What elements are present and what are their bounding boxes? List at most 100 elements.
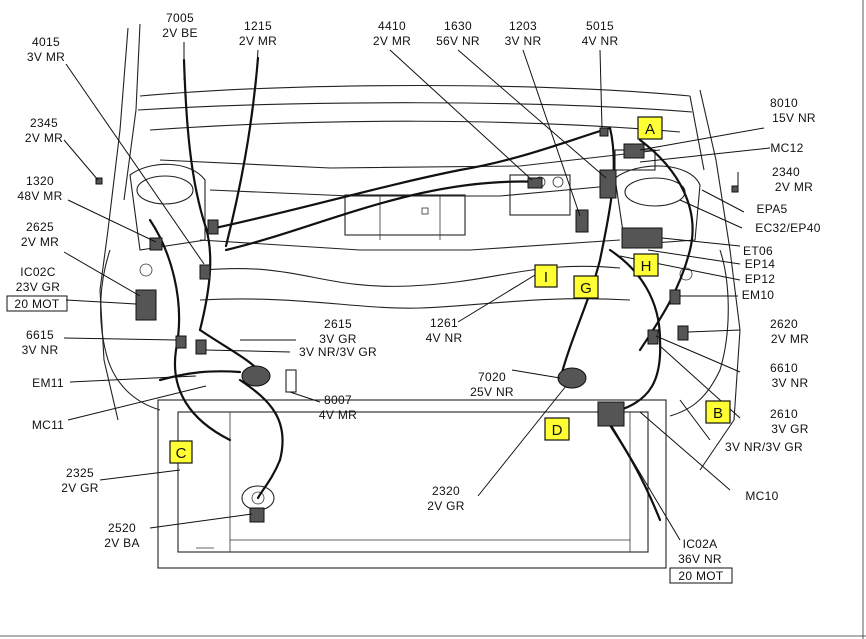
connector-7020 [557, 367, 587, 389]
location-markers: A B C D G H I [169, 116, 731, 464]
marker-h: H [633, 253, 659, 277]
marker-b-label: B [713, 405, 723, 422]
connector-1215 [207, 219, 219, 235]
label-epa5: EPA5 [757, 202, 788, 216]
connector-et06 [621, 227, 663, 249]
label-ic02a-spec: 36V NR [678, 552, 722, 566]
label-2620-code: 2620 [770, 317, 798, 331]
connector-6610 [647, 329, 659, 345]
label-1203-spec: 3V NR [505, 34, 542, 48]
label-2615-code: 2615 [324, 317, 352, 331]
wiring-harness [148, 56, 694, 522]
label-2345-spec: 2V MR [25, 131, 63, 145]
connector-mc12 [623, 143, 645, 159]
label-2320-code: 2320 [432, 484, 460, 498]
label-2610-spec2: 3V NR/3V GR [725, 440, 803, 454]
label-2325-spec: 2V GR [61, 481, 99, 495]
connector-1203 [575, 209, 589, 233]
label-2625-spec: 2V MR [21, 235, 59, 249]
label-2615-spec2: 3V NR/3V GR [299, 345, 377, 359]
label-1630-code: 1630 [444, 19, 472, 33]
label-ic02a-code: IC02A [683, 537, 718, 551]
label-6610-spec: 3V NR [772, 376, 809, 390]
label-1261-spec: 4V NR [426, 331, 463, 345]
label-7020-code: 7020 [478, 370, 506, 384]
label-ic02a-note: 20 MOT [678, 569, 724, 583]
label-4015-spec: 3V MR [27, 50, 65, 64]
label-7005-spec: 2V BE [162, 26, 198, 40]
component-labels: 7005 2V BE 1215 2V MR 4015 3V MR 4410 2V… [6, 11, 820, 584]
connector-2345 [95, 177, 103, 185]
label-ep14: EP14 [745, 257, 776, 271]
label-4015-code: 4015 [32, 35, 60, 49]
connector-2615 [195, 339, 207, 355]
label-2520-code: 2520 [108, 521, 136, 535]
label-et06: ET06 [743, 244, 773, 258]
marker-h-label: H [641, 258, 652, 275]
label-mc10: MC10 [745, 489, 778, 503]
label-5015-spec: 4V NR [582, 34, 619, 48]
connector-2340 [731, 185, 739, 193]
connector-ic02c [135, 289, 157, 321]
label-em11: EM11 [32, 376, 64, 390]
label-2325-code: 2325 [66, 466, 94, 480]
label-1215-spec: 2V MR [239, 34, 277, 48]
label-1320-code: 1320 [26, 174, 54, 188]
marker-b: B [705, 400, 731, 424]
label-2345-code: 2345 [30, 116, 58, 130]
connector-5015 [599, 127, 609, 137]
ic02a-note-box [669, 567, 733, 584]
marker-i-label: I [544, 269, 548, 286]
connector-ic02a [597, 401, 625, 427]
connector-1630 [599, 169, 617, 199]
label-2610-spec: 3V GR [771, 422, 809, 436]
label-2610-code: 2610 [770, 407, 798, 421]
label-2520-spec: 2V BA [104, 536, 140, 550]
label-6610-code: 6610 [770, 361, 798, 375]
label-8007-spec: 4V MR [319, 408, 357, 422]
label-8010-spec: 15V NR [772, 111, 816, 125]
label-7020-spec: 25V NR [470, 385, 514, 399]
label-ep12: EP12 [745, 272, 776, 286]
marker-g-label: G [580, 280, 592, 297]
label-2620-spec: 2V MR [771, 332, 809, 346]
label-1630-spec: 56V NR [436, 34, 480, 48]
label-1215-code: 1215 [244, 19, 272, 33]
label-ic02c-note: 20 MOT [14, 297, 60, 311]
connector-4410 [527, 177, 543, 189]
label-1320-spec: 48V MR [17, 189, 62, 203]
marker-c: C [169, 440, 193, 464]
label-em10: EM10 [742, 288, 775, 302]
label-8010-code: 8010 [770, 96, 798, 110]
label-ic02c-code: IC02C [20, 265, 56, 279]
label-mc12: MC12 [770, 141, 803, 155]
marker-d: D [544, 417, 570, 441]
label-2615-spec: 3V GR [319, 332, 357, 346]
label-2625-code: 2625 [26, 220, 54, 234]
label-ec32-ep40: EC32/EP40 [755, 221, 820, 235]
leader-lines [63, 42, 771, 541]
label-6615-spec: 3V NR [22, 343, 59, 357]
connector-6615 [175, 335, 187, 349]
connector-em10 [669, 289, 681, 305]
connector-blocks [95, 127, 739, 523]
label-ic02c-spec: 23V GR [16, 280, 61, 294]
connector-2620 [677, 325, 689, 341]
connector-mc11 [241, 365, 271, 387]
marker-a: A [637, 116, 663, 140]
label-8007-code: 8007 [324, 393, 352, 407]
connector-2520 [249, 507, 265, 523]
label-4410-spec: 2V MR [373, 34, 411, 48]
label-1203-code: 1203 [509, 19, 537, 33]
marker-d-label: D [552, 422, 563, 439]
ic02c-note-box [6, 295, 68, 312]
marker-a-label: A [645, 121, 655, 138]
label-7005-code: 7005 [166, 11, 194, 25]
marker-i: I [534, 264, 558, 288]
label-2340-spec: 2V MR [775, 180, 813, 194]
label-6615-code: 6615 [26, 328, 54, 342]
label-4410-code: 4410 [378, 19, 406, 33]
connector-4015 [199, 264, 211, 280]
label-2340-code: 2340 [772, 165, 800, 179]
